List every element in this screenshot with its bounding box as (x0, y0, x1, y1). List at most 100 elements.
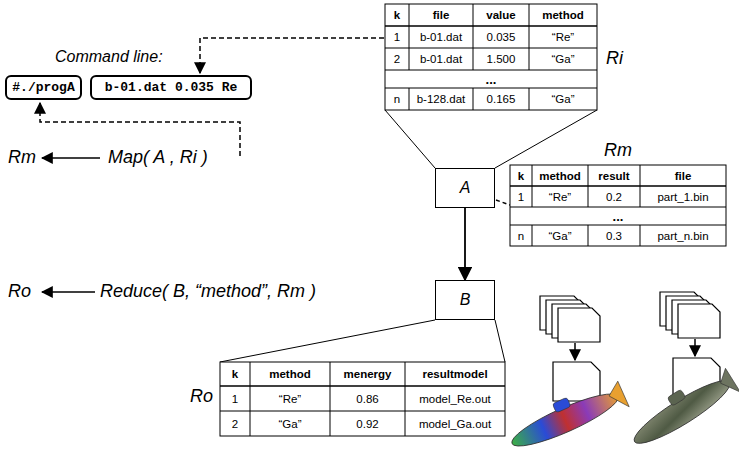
table-rule (588, 225, 589, 246)
node-text: #./progA (12, 80, 74, 95)
table-cell: “Re” (250, 386, 330, 411)
table-rule (473, 26, 474, 48)
table-rule (532, 225, 533, 246)
table-cell: b-01.dat (409, 48, 473, 70)
relation-name: Ro (190, 386, 213, 407)
submarine-model (624, 363, 739, 450)
operation-label: Reduce( B, “method”, Rm ) (100, 281, 316, 302)
table-cell: 2 (220, 411, 250, 436)
table-header: method (532, 165, 588, 186)
table-header: k (385, 4, 409, 26)
table-cell: 1 (510, 186, 532, 207)
table-rule (405, 411, 406, 436)
table-header: result (588, 165, 640, 186)
table-header: method (250, 362, 330, 386)
relation-name: Ro (8, 281, 31, 302)
table-ellipsis: ... (510, 207, 726, 225)
table-header: file (409, 4, 473, 26)
table-rule (529, 4, 530, 26)
table-cell: “Ga” (529, 88, 597, 110)
table-rule (409, 26, 410, 48)
table-cell: 1 (220, 386, 250, 411)
table-header: value (473, 4, 529, 26)
funnel-line (220, 320, 435, 362)
table-rule (330, 362, 331, 386)
table-rule (330, 411, 331, 436)
table-cell: part_1.bin (640, 186, 726, 207)
table-rule (640, 225, 641, 246)
table-cell: 1 (385, 26, 409, 48)
table-rule (250, 386, 251, 411)
table-rule (250, 411, 251, 436)
table-ellipsis: ... (385, 70, 597, 88)
table-cell: “Re” (532, 186, 588, 207)
table-rule (409, 4, 410, 26)
funnel-line (495, 110, 597, 168)
table-cell: 0.165 (473, 88, 529, 110)
relation-name: Rm (8, 147, 36, 168)
table-cell: 0.92 (330, 411, 405, 436)
table-cell: 0.035 (473, 26, 529, 48)
table-cell: “Ga” (532, 225, 588, 246)
table-rule (220, 411, 505, 412)
table-cell: “Re” (529, 26, 597, 48)
table-header: k (510, 165, 532, 186)
table-rule (330, 386, 331, 411)
table-rule (405, 362, 406, 386)
table-rule (250, 362, 251, 386)
table-rule (529, 26, 530, 48)
table-header: method (529, 4, 597, 26)
table-rule (529, 88, 530, 110)
table-cell: 1.500 (473, 48, 529, 70)
funnel-line (495, 320, 505, 362)
table-cell: 2 (385, 48, 409, 70)
table-rule (409, 88, 410, 110)
process-box: B (435, 280, 495, 320)
table-cell: 0.3 (588, 225, 640, 246)
flow-arrow (464, 208, 466, 280)
table-rule (529, 48, 530, 70)
table-cell: model_Re.out (405, 386, 505, 411)
node-text: b-01.dat 0.035 Re (105, 80, 238, 95)
submarine-model (504, 376, 629, 450)
table-cell: n (385, 88, 409, 110)
table-rule (640, 165, 641, 186)
funnel-line (385, 110, 435, 168)
table-rule (510, 225, 726, 226)
table-rule (532, 186, 533, 207)
table-rule (385, 25, 597, 27)
table-rule (640, 186, 641, 207)
table-rule (409, 48, 410, 70)
node-text: B (460, 291, 471, 309)
document (553, 362, 600, 401)
table-header: file (640, 165, 726, 186)
document-stack (660, 292, 720, 338)
table-border (220, 362, 505, 436)
relation-name: Ri (606, 48, 623, 69)
table-rule (385, 48, 597, 49)
table-rule (473, 48, 474, 70)
dashed-leader (496, 200, 510, 205)
table-cell: model_Ga.out (405, 411, 505, 436)
table-cell: “Ga” (250, 411, 330, 436)
command-box: #./progA (5, 75, 82, 100)
result-arrow (42, 291, 95, 293)
table-cell: 0.86 (330, 386, 405, 411)
table-cell: “Ga” (529, 48, 597, 70)
table-rule (588, 186, 589, 207)
table-header: resultmodel (405, 362, 505, 386)
table-rule (532, 165, 533, 186)
table-rule (473, 88, 474, 110)
table-cell: part_n.bin (640, 225, 726, 246)
table-rule (385, 88, 597, 89)
command-args-box: b-01.dat 0.035 Re (90, 75, 252, 100)
node-text: A (460, 179, 471, 197)
table-cell: b-128.dat (409, 88, 473, 110)
table-border (385, 4, 597, 110)
table-rule (588, 165, 589, 186)
table-border (510, 165, 726, 246)
table-cell: 0.2 (588, 186, 640, 207)
process-box: A (435, 168, 495, 208)
